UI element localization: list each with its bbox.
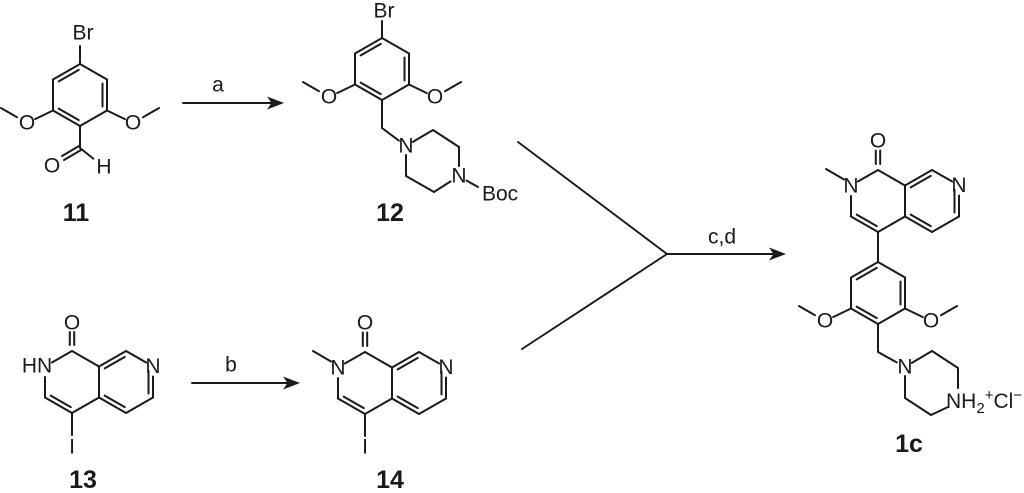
arrowhead — [283, 376, 300, 390]
atom-label-oxygen: O — [870, 130, 886, 153]
atom-label-oxygen: O — [64, 312, 80, 335]
compound-number-12: 12 — [376, 199, 404, 227]
atom-label-bromine: Br — [374, 0, 395, 23]
compound-14-bonds — [312, 331, 447, 437]
compound-11-bonds — [0, 45, 160, 161]
atom-label-nitrogen: N — [438, 356, 453, 379]
reaction-arrow-cd: c,d — [517, 141, 786, 350]
atom-label-oxygen: O — [357, 312, 373, 335]
atom-label-hydrogen: H — [96, 156, 111, 179]
atom-label-nitrogen: N — [398, 135, 413, 158]
salt-plus-charge: + — [985, 387, 994, 404]
atom-label-oxygen: O — [125, 112, 141, 135]
compound-12-bonds — [302, 20, 479, 193]
step-label-a: a — [212, 74, 224, 97]
compound-number-1c: 1c — [895, 430, 923, 458]
compound-13-bonds — [44, 331, 154, 436]
atom-label-nitrogen: N — [451, 165, 466, 188]
atom-label-nitrogen: N — [897, 356, 912, 379]
atom-label-oxygen: O — [923, 310, 939, 333]
atom-label-boc: Boc — [482, 183, 518, 206]
salt-cl: Cl — [993, 390, 1013, 413]
reaction-arrow-a: a — [182, 74, 284, 110]
arrowhead — [267, 96, 284, 110]
atom-label-oxygen: O — [321, 86, 337, 109]
step-label-b: b — [225, 354, 237, 377]
atom-label-bromine: Br — [73, 22, 94, 45]
salt-minus-charge: − — [1013, 387, 1022, 404]
arrowhead — [769, 247, 786, 261]
salt-nh: NH — [946, 390, 976, 413]
atom-label-iodine: I — [362, 436, 368, 459]
atom-label-iodine: I — [69, 436, 75, 459]
atom-label-nh: HN — [22, 355, 52, 378]
atom-label-oxygen: O — [19, 112, 35, 135]
compound-12: Br O O N N Boc 12 — [302, 0, 518, 227]
atom-label-nitrogen: N — [330, 357, 345, 380]
reaction-arrow-b: b — [191, 354, 300, 390]
compound-number-14: 14 — [376, 466, 404, 493]
compound-14: O N N I 14 — [312, 312, 454, 493]
atom-label-oxygen: O — [44, 155, 60, 178]
atom-label-nitrogen: N — [843, 175, 858, 198]
compound-number-11: 11 — [63, 199, 90, 227]
atom-label-nitrogen: N — [145, 355, 160, 378]
compound-13: O HN N I 13 — [22, 312, 161, 493]
compound-number-13: 13 — [69, 466, 97, 493]
atom-label-nitrogen: N — [951, 174, 966, 197]
step-label-cd: c,d — [708, 226, 736, 249]
compound-11: Br O O O H 11 — [0, 22, 160, 227]
atom-label-oxygen: O — [427, 86, 443, 109]
salt-subscript-2: 2 — [976, 400, 984, 417]
ammonium-chloride-label: NH2+Cl− — [946, 387, 1022, 417]
compound-1c-bonds — [798, 149, 960, 416]
compound-1c: O N N O O N NH2+Cl− 1c — [798, 130, 1022, 458]
atom-label-oxygen: O — [817, 310, 833, 333]
